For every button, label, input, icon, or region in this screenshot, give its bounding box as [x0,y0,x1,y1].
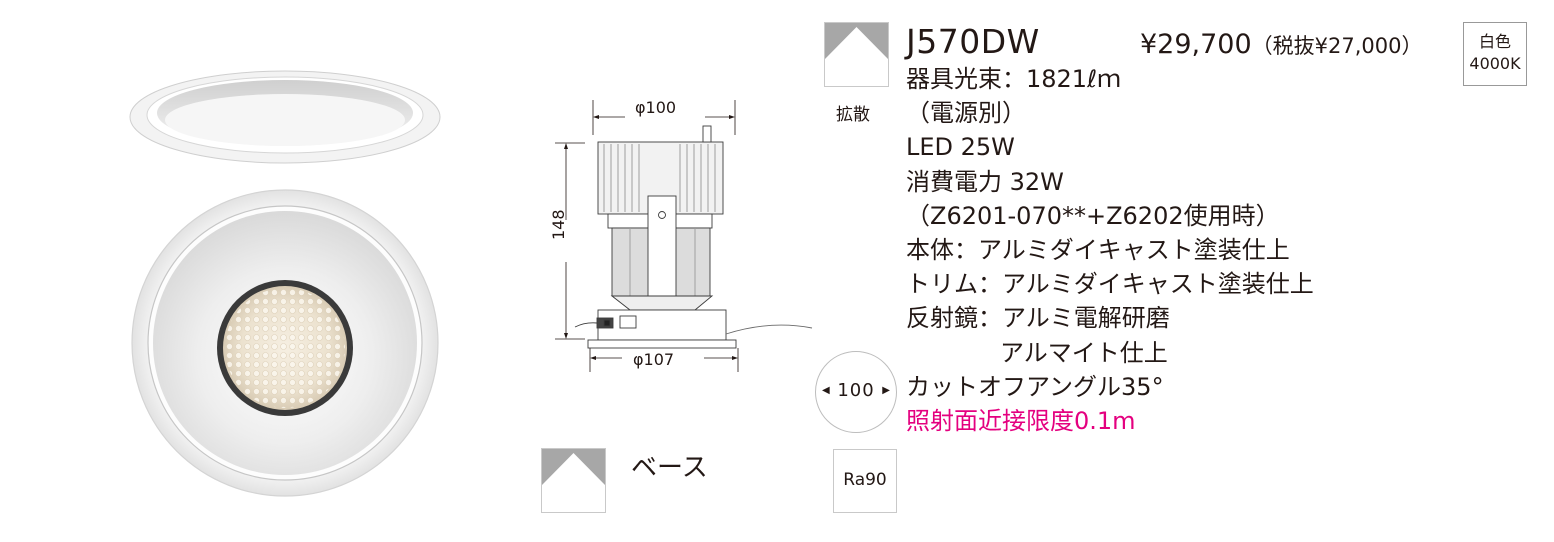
spec-line: カットオフアングル35° [906,372,1164,401]
color-temperature-badge: 白色 4000K [1463,22,1527,86]
spec-line: 本体：アルミダイキャスト塗装仕上 [906,235,1290,264]
price-value: ¥29,700 [1140,29,1252,60]
price: ¥29,700（税抜¥27,000） [1140,28,1423,63]
beam-angle-badge: ◀ 100 ▶ [815,351,897,433]
diffuse-label: 拡散 [836,105,870,125]
model-number: J570DW [906,22,1040,61]
spec-line: アルマイト仕上 [1000,338,1168,367]
spec-line: 器具光束：1821ℓｍ [906,65,1121,93]
dimension-drawing-svg [555,100,813,372]
arrow-left-icon: ◀ [822,385,830,396]
spec-line: 照射面近接限度0.1m [906,406,1136,435]
downlight-front-photo [131,189,439,497]
beam-angle-value: 100 [837,380,875,401]
spec-list: 器具光束：1821ℓｍ （電源別） LED 25W 消費電力 32W （Z6201-07… [906,62,1314,438]
color-temperature: 4000K [1469,54,1521,73]
spec-line: （Z6201-070**+Z6202使用時） [906,201,1280,230]
spec-line: 反射鏡：アルミ電解研磨 [906,304,1170,333]
base-label: ベース [631,453,708,483]
cri-badge: Ra90 [833,449,897,513]
arrow-right-icon: ▶ [882,385,890,396]
color-name: 白色 [1478,32,1511,51]
base-distribution-icon [541,448,606,513]
product-photos [129,70,441,497]
height-label: 148 [549,209,568,240]
diffuse-distribution-icon [824,22,889,87]
spec-line: （電源別） [906,99,1026,128]
spec-line: トリム：アルミダイキャスト塗装仕上 [906,270,1314,299]
cri-label: Ra90 [843,470,887,490]
dimension-drawing: φ100 φ107 148 [545,90,825,380]
price-tax-excluded: （税抜¥27,000） [1251,34,1423,58]
bottom-diameter-label: φ107 [633,350,675,369]
downlight-angled-photo [129,70,441,164]
top-diameter-label: φ100 [635,98,677,117]
spec-line: 消費電力 32W [906,167,1064,196]
spec-line: LED 25W [906,133,1015,162]
